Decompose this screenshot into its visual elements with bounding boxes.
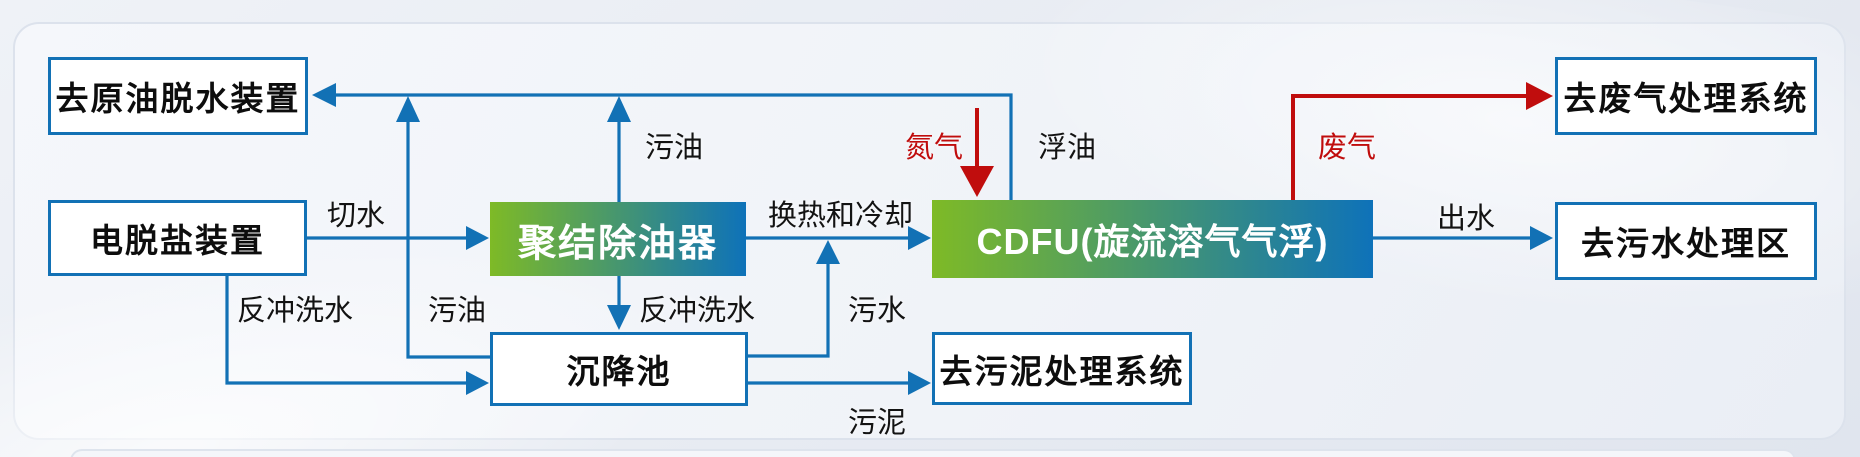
node-settling-tank: 沉降池	[490, 332, 748, 406]
node-electric-desalting: 电脱盐装置	[48, 200, 307, 276]
label-backwash-mid: 反冲洗水	[639, 295, 756, 327]
node-wastewater-treatment: 去污水处理区	[1555, 202, 1817, 280]
label-dirty-oil-upper: 污油	[645, 132, 704, 164]
node-coalescing-oil-remover: 聚结除油器	[490, 202, 746, 276]
label-backwash-left: 反冲洗水	[237, 295, 354, 327]
label-outlet-water: 出水	[1437, 203, 1496, 235]
next-card-edge	[70, 449, 1796, 457]
node-cdfu: CDFU(旋流溶气气浮)	[932, 200, 1373, 278]
node-crude-oil-dehydration: 去原油脱水装置	[48, 57, 308, 135]
label-floating-oil: 浮油	[1038, 132, 1097, 164]
label-heat-exchange: 换热和冷却	[768, 200, 914, 232]
label-sludge: 污泥	[848, 407, 907, 439]
label-dirty-oil-lower: 污油	[428, 295, 487, 327]
label-nitrogen: 氮气	[905, 132, 964, 164]
label-waste-gas: 废气	[1318, 132, 1377, 164]
label-cut-water: 切水	[327, 200, 386, 232]
node-sludge-treatment: 去污泥处理系统	[932, 332, 1192, 405]
label-sewage: 污水	[848, 295, 907, 327]
node-waste-gas-treatment: 去废气处理系统	[1555, 57, 1817, 135]
